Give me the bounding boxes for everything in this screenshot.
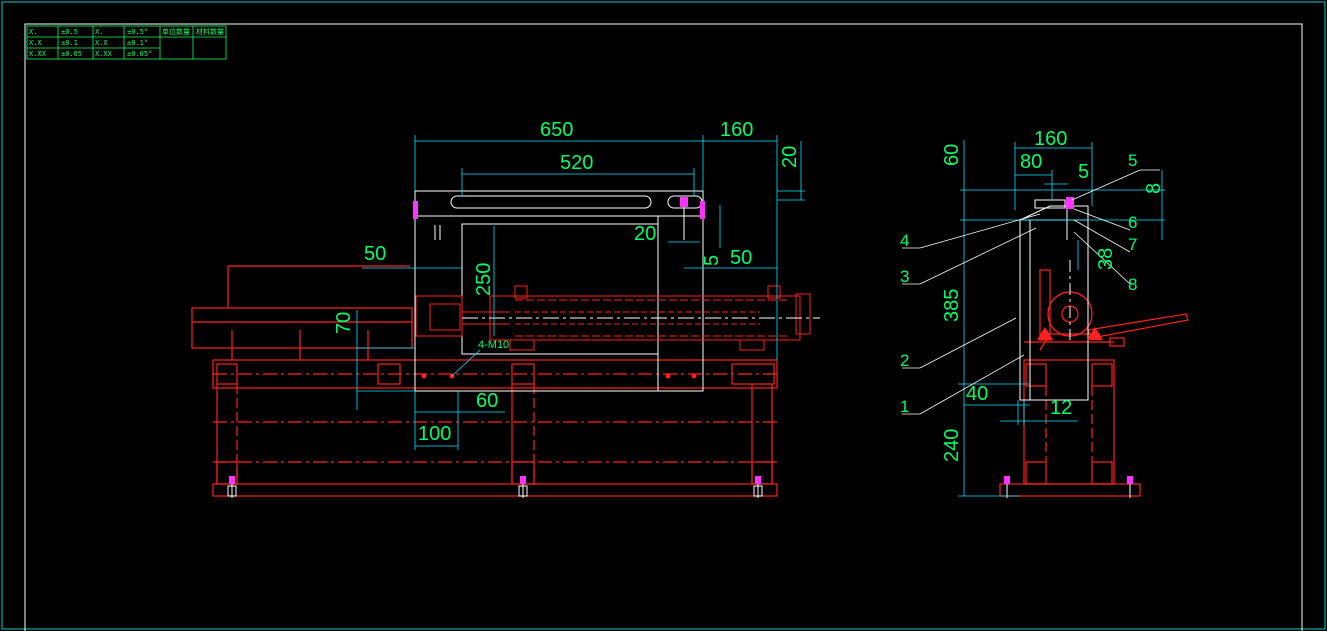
dim-front-50-left: 50 — [364, 243, 386, 265]
dim-side-40: 40 — [966, 383, 988, 405]
gantry-frame — [414, 190, 704, 392]
balloon-8: 8 — [1128, 275, 1137, 294]
tol-header-unit: 单位数量 — [162, 27, 190, 36]
tol-r0-c1: ±0.5 — [61, 28, 78, 36]
balloon-7: 7 — [1128, 235, 1137, 254]
tol-r1-c2: X.X — [95, 39, 108, 47]
tol-r2-c3: ±0.05° — [127, 50, 152, 58]
dim-side-240: 240 — [941, 429, 963, 462]
dim-front-160: 160 — [720, 119, 753, 141]
tol-header-material: 材料数量 — [196, 27, 224, 36]
tol-r1-c1: ±0.1 — [61, 39, 78, 47]
base-frame — [191, 265, 778, 497]
leveling-foot-left — [227, 476, 237, 498]
front-view: 650 160 520 20 20 5 50 50 250 70 60 100 … — [191, 119, 820, 498]
tolerance-table-text: X. ±0.5 X. ±0.5° X.X ±0.1 X.X ±0.1° X.XX… — [29, 27, 224, 58]
tolerance-table — [26, 25, 227, 60]
dim-front-5: 5 — [701, 255, 723, 266]
balloon-1: 1 — [900, 397, 909, 416]
dim-front-20: 20 — [634, 223, 656, 245]
dim-side-385: 385 — [941, 289, 963, 322]
side-feet-and-bolts — [1004, 197, 1133, 498]
balloon-5: 5 — [1128, 151, 1137, 170]
side-dimension-labels: 160 80 5 8 60 385 38 40 12 240 1 2 3 4 5… — [900, 128, 1165, 462]
dim-side-8: 8 — [1143, 183, 1165, 194]
dim-front-250: 250 — [473, 263, 495, 296]
dim-front-60: 60 — [476, 390, 498, 412]
tol-r2-c2: X.XX — [95, 50, 113, 58]
dim-side-80: 80 — [1020, 151, 1042, 173]
gantry-bolts — [413, 197, 705, 379]
tol-r1-c3: ±0.1° — [127, 39, 148, 47]
dim-side-38: 38 — [1095, 248, 1117, 270]
balloon-2: 2 — [900, 351, 909, 370]
dim-side-5: 5 — [1078, 161, 1089, 183]
balloon-6: 6 — [1128, 213, 1137, 232]
front-dimension-labels: 650 160 520 20 20 5 50 50 250 70 60 100 … — [333, 119, 801, 445]
tol-r2-c1: ±0.05 — [61, 50, 82, 58]
balloon-3: 3 — [900, 267, 909, 286]
drawing-border — [24, 23, 1303, 631]
balloon-4: 4 — [900, 231, 909, 250]
note-4-m10: 4-M10 — [478, 339, 509, 351]
dim-side-160: 160 — [1034, 128, 1067, 150]
dim-front-70: 70 — [333, 312, 355, 334]
side-balloon-leaders — [902, 169, 1160, 415]
leveling-foot-right — [753, 476, 763, 498]
leveling-foot-middle — [518, 476, 528, 498]
side-view: 160 80 5 8 60 385 38 40 12 240 1 2 3 4 5… — [900, 128, 1189, 498]
dim-front-650: 650 — [540, 119, 573, 141]
front-dimension-lines — [356, 135, 805, 450]
tol-r0-c2: X. — [95, 28, 103, 36]
tol-r0-c0: X. — [29, 28, 37, 36]
side-base-frame — [999, 269, 1189, 497]
tol-r2-c0: X.XX — [29, 50, 47, 58]
dim-side-60: 60 — [941, 144, 963, 166]
side-white-parts — [1019, 199, 1089, 401]
dim-front-20-top: 20 — [779, 146, 801, 168]
dim-side-12: 12 — [1050, 397, 1072, 419]
side-dimension-lines — [958, 140, 1165, 497]
hydraulic-cylinder — [415, 285, 820, 351]
dim-front-50-right: 50 — [730, 247, 752, 269]
tol-r0-c3: ±0.5° — [127, 28, 148, 36]
dim-front-520: 520 — [560, 152, 593, 174]
tol-r1-c0: X.X — [29, 39, 42, 47]
dim-front-100: 100 — [418, 423, 451, 445]
